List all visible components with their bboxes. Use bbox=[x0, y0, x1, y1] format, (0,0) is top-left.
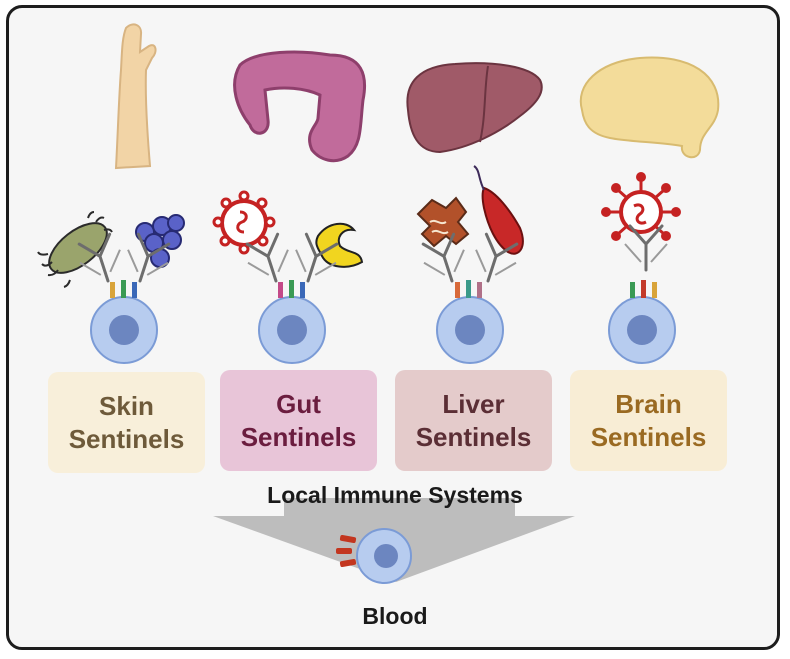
skin-label: Skin bbox=[99, 390, 154, 421]
brain-sentinels-box: Brain Sentinels bbox=[570, 370, 727, 471]
liver-icon bbox=[406, 62, 543, 154]
immune-cell-liver bbox=[416, 231, 524, 364]
parasite-icon bbox=[416, 196, 470, 248]
fungus-icon bbox=[315, 222, 364, 268]
immune-cell-skin bbox=[72, 231, 176, 364]
brain-label: Brain bbox=[615, 388, 682, 419]
brain-icon bbox=[579, 56, 720, 159]
immune-cell-brain bbox=[608, 224, 676, 364]
liver-sentinels-box: Liver Sentinels bbox=[395, 370, 552, 471]
blood-immune-cell bbox=[336, 528, 412, 584]
liver-label: Liver bbox=[442, 388, 505, 419]
bacterium-icon bbox=[37, 211, 113, 288]
skin-sentinels-box: Skin Sentinels bbox=[48, 372, 205, 473]
local-immune-systems-caption: Local Immune Systems bbox=[267, 482, 523, 508]
immune-cell-gut bbox=[240, 231, 344, 364]
virus-icon bbox=[212, 190, 276, 255]
protist-icon bbox=[473, 165, 524, 255]
gut-sentinels-box: Gut Sentinels bbox=[220, 370, 377, 471]
brain-sentinels-label: Sentinels bbox=[590, 421, 707, 452]
virus-icon bbox=[601, 172, 681, 241]
cocci-cluster-icon bbox=[135, 214, 185, 268]
gut-sentinels-label: Sentinels bbox=[240, 421, 357, 452]
intestine-icon bbox=[233, 50, 367, 163]
liver-sentinels-label: Sentinels bbox=[415, 421, 532, 452]
blood-caption: Blood bbox=[362, 603, 428, 629]
arm-icon bbox=[114, 23, 157, 170]
skin-sentinels-label: Sentinels bbox=[68, 423, 185, 454]
gut-label: Gut bbox=[276, 388, 321, 419]
